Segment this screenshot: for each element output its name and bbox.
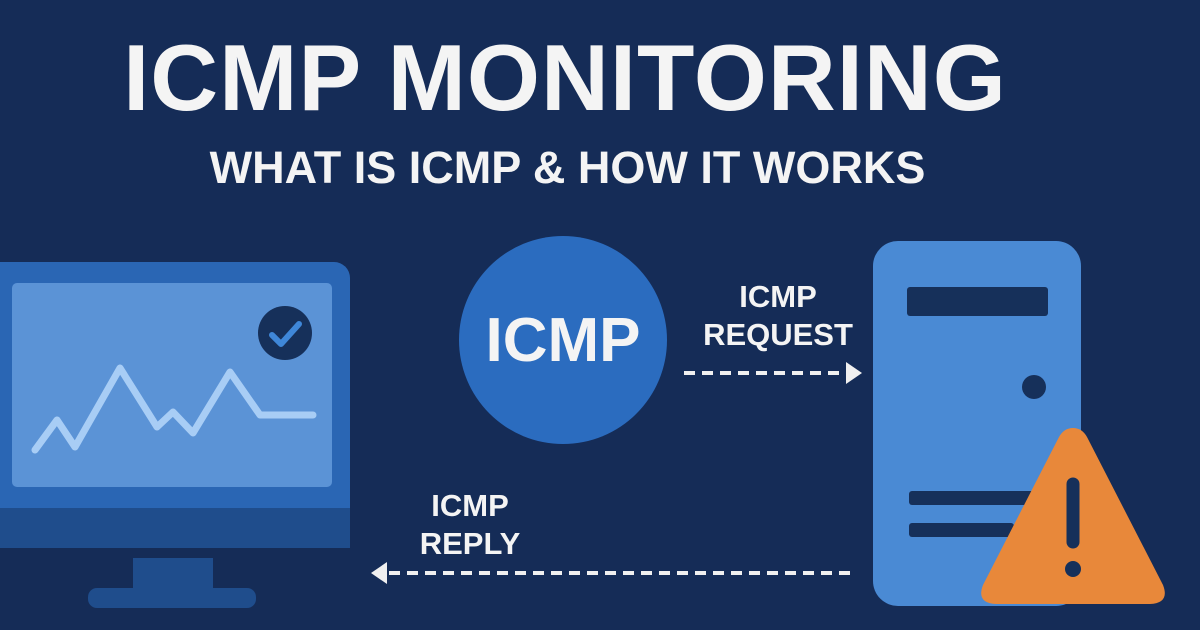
request-line2: REQUEST xyxy=(703,317,853,352)
page-subtitle: WHAT IS ICMP & HOW IT WORKS xyxy=(209,142,926,193)
page-title: ICMP MONITORING xyxy=(123,25,1007,130)
reply-line1: ICMP xyxy=(431,488,509,523)
request-label: ICMP REQUEST xyxy=(690,278,866,354)
warning-icon xyxy=(981,428,1165,604)
checkmark-icon xyxy=(258,306,312,360)
request-line1: ICMP xyxy=(739,279,817,314)
reply-arrow xyxy=(371,562,850,584)
graph-line xyxy=(31,364,317,454)
reply-line2: REPLY xyxy=(419,526,521,561)
monitor-icon xyxy=(0,262,350,608)
request-arrow xyxy=(684,362,862,384)
icmp-bubble xyxy=(459,236,667,444)
icmp-bubble-label: ICMP xyxy=(485,306,641,375)
reply-label: ICMP REPLY xyxy=(390,487,550,563)
